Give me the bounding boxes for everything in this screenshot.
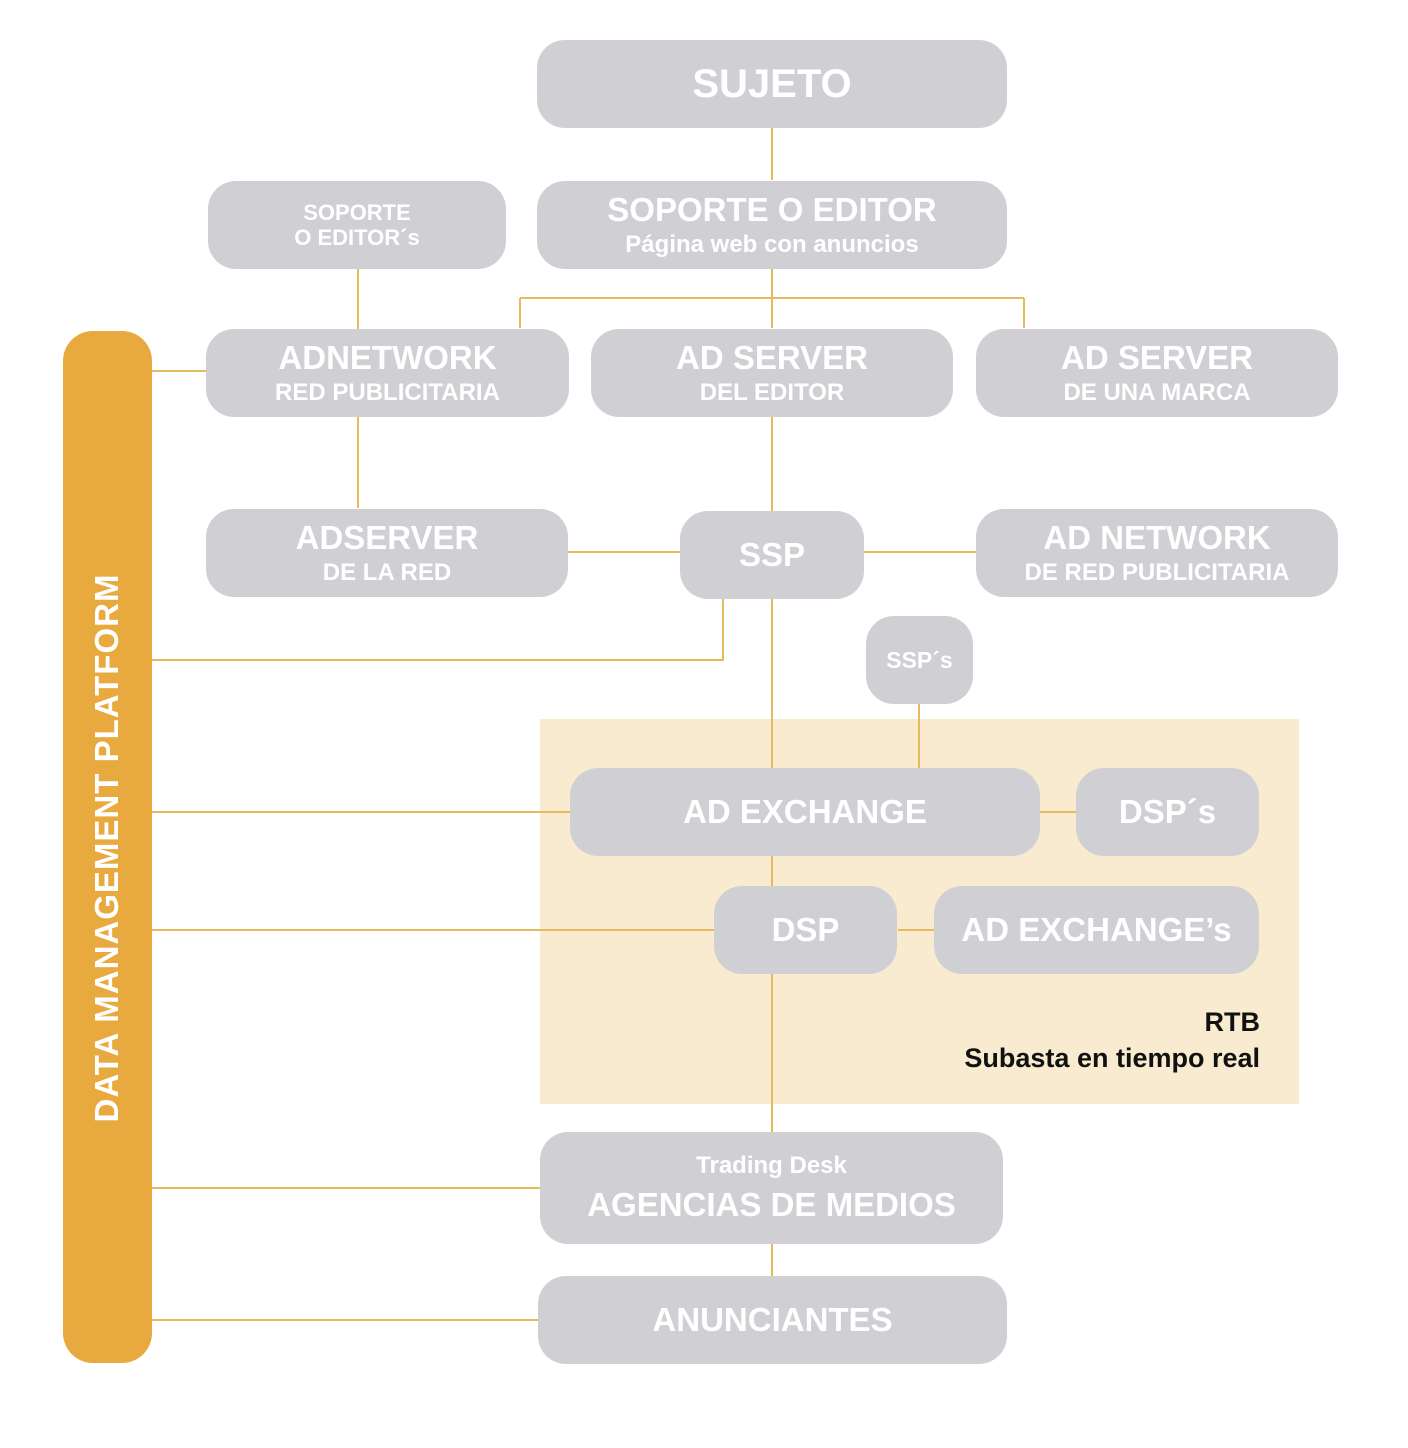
node-trading-desk-subtitle: Trading Desk <box>696 1152 847 1180</box>
node-ad-network-red-subtitle: DE RED PUBLICITARIA <box>1024 559 1290 587</box>
node-adnetwork-subtitle: RED PUBLICITARIA <box>275 379 500 407</box>
node-dsps: DSP´s <box>1076 768 1259 856</box>
node-ad-server-marca-subtitle: DE UNA MARCA <box>1063 379 1251 407</box>
node-sujeto-title: SUJETO <box>692 62 852 106</box>
node-adserver-red-title: ADSERVER <box>295 519 479 557</box>
data-management-platform-label: DATA MANAGEMENT PLATFORM <box>88 573 125 1123</box>
node-ad-exchanges: AD EXCHANGE’s <box>934 886 1259 974</box>
node-soporte-editor: SOPORTE O EDITOR Página web con anuncios <box>537 181 1007 269</box>
node-ssp-title: SSP <box>738 536 806 574</box>
data-management-platform-bar <box>63 331 152 1363</box>
rtb-label-line1: RTB <box>1204 1007 1261 1037</box>
node-ad-network-red-title: AD NETWORK <box>1043 519 1271 557</box>
node-ad-server-editor: AD SERVER DEL EDITOR <box>591 329 953 417</box>
node-ad-network-red: AD NETWORK DE RED PUBLICITARIA <box>976 509 1338 597</box>
node-ad-exchanges-title: AD EXCHANGE’s <box>961 911 1232 949</box>
node-soporte-editors: SOPORTE O EDITOR´s <box>208 181 506 269</box>
rtb-label-line2: Subasta en tiempo real <box>964 1043 1260 1074</box>
node-sujeto: SUJETO <box>537 40 1007 128</box>
node-ad-exchange-title: AD EXCHANGE <box>683 793 927 831</box>
node-soporte-editor-title: SOPORTE O EDITOR <box>607 191 937 229</box>
node-trading-desk-title: AGENCIAS DE MEDIOS <box>587 1185 956 1223</box>
node-soporte-editor-subtitle: Página web con anuncios <box>625 231 919 259</box>
node-ssps-title: SSP´s <box>886 646 953 673</box>
node-ssps: SSP´s <box>866 616 973 704</box>
node-ssp: SSP <box>680 511 864 599</box>
node-ad-server-editor-subtitle: DEL EDITOR <box>699 379 845 407</box>
node-anunciantes: ANUNCIANTES <box>538 1276 1007 1364</box>
node-trading-desk: Trading Desk AGENCIAS DE MEDIOS <box>540 1132 1003 1244</box>
node-ad-exchange: AD EXCHANGE <box>570 768 1040 856</box>
node-adserver-red-subtitle: DE LA RED <box>322 559 452 587</box>
node-dsp: DSP <box>714 886 897 974</box>
node-dsps-title: DSP´s <box>1118 793 1217 831</box>
node-adnetwork-title: ADNETWORK <box>278 339 497 377</box>
node-soporte-editors-line1: SOPORTE <box>303 199 411 225</box>
node-ad-server-marca-title: AD SERVER <box>1061 339 1253 377</box>
rtb-label: RTB Subasta en tiempo real <box>964 1004 1260 1077</box>
node-soporte-editors-line2: O EDITOR´s <box>294 225 420 250</box>
node-anunciantes-title: ANUNCIANTES <box>652 1301 893 1339</box>
connector-dmp-ssp <box>152 598 724 661</box>
node-ad-server-editor-title: AD SERVER <box>676 339 868 377</box>
node-dsp-title: DSP <box>771 911 840 949</box>
node-ad-server-marca: AD SERVER DE UNA MARCA <box>976 329 1338 417</box>
node-adserver-red: ADSERVER DE LA RED <box>206 509 568 597</box>
node-adnetwork: ADNETWORK RED PUBLICITARIA <box>206 329 569 417</box>
